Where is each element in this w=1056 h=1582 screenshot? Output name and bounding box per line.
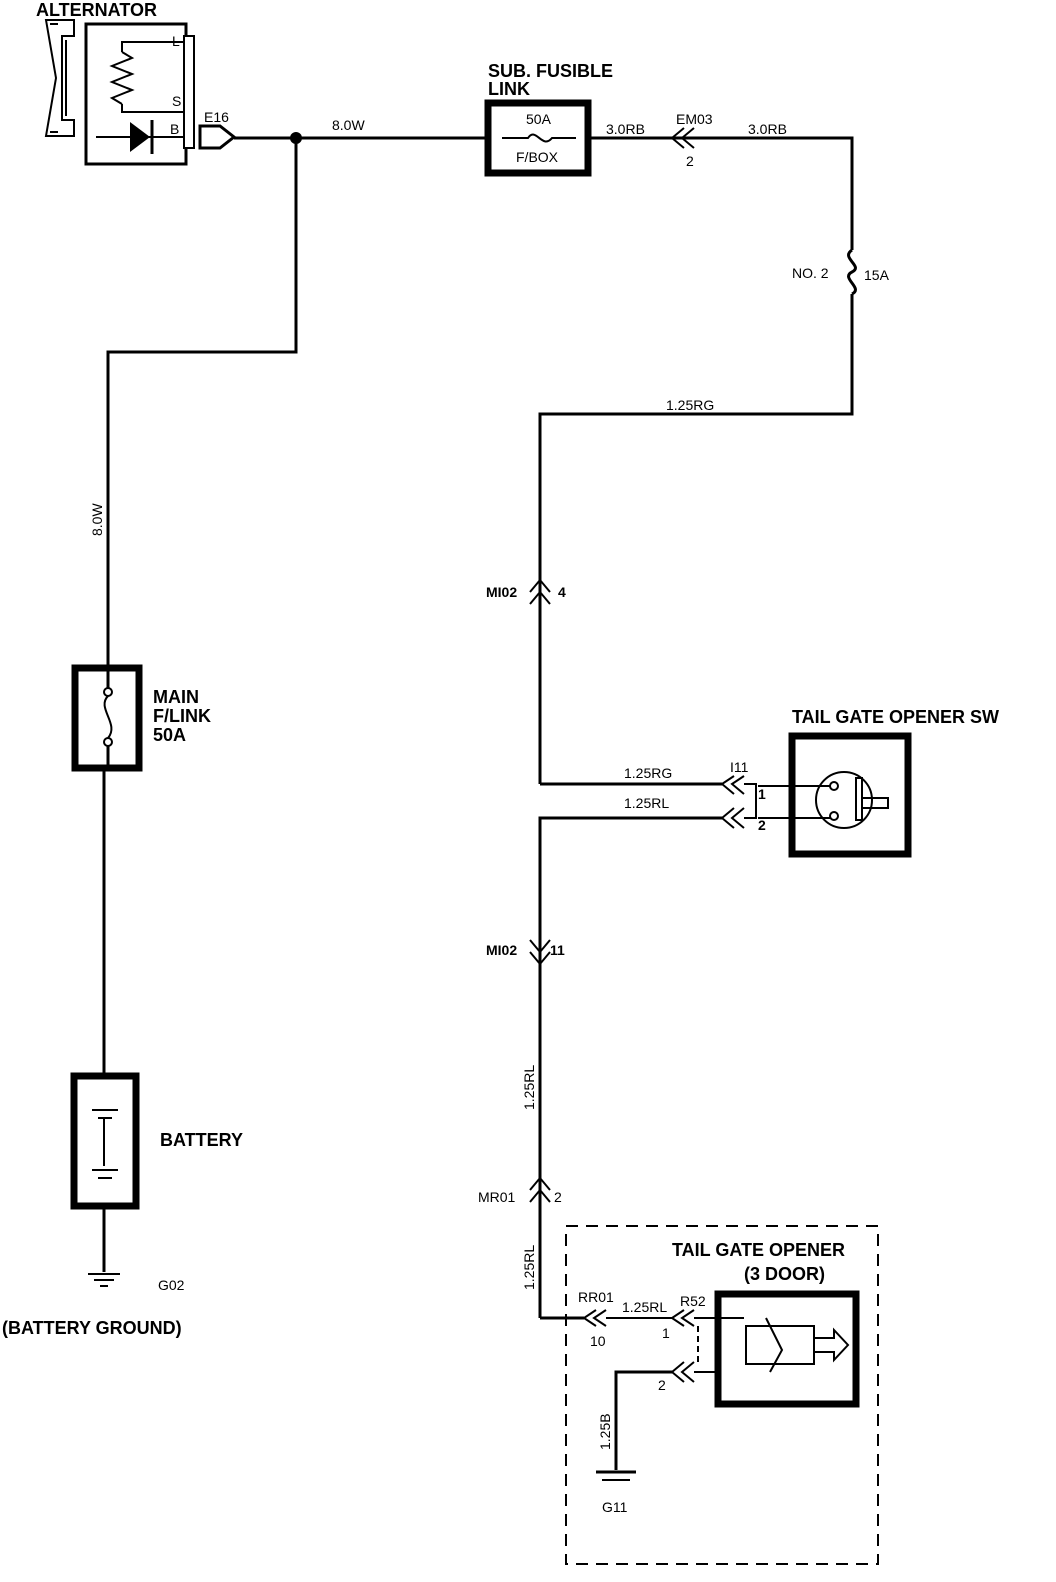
mi02-bottom-pin: 11 bbox=[550, 942, 565, 958]
mi02-bottom-label: MI02 bbox=[486, 942, 517, 958]
fuse-no2-icon bbox=[847, 248, 857, 296]
tail-gate-opener-title-1: TAIL GATE OPENER bbox=[672, 1240, 845, 1260]
alternator-terminal-l: L bbox=[172, 33, 180, 49]
mi02-bottom-connector-icon bbox=[529, 939, 551, 966]
main-fusible-link: MAIN F/LINK 50A bbox=[71, 664, 211, 772]
switch-pin-1: 1 bbox=[758, 786, 766, 802]
alternator-connector-label: E16 bbox=[204, 109, 229, 125]
opener-connector-label: R52 bbox=[680, 1293, 706, 1309]
lower-wiring: MI02 11 1.25RL MR01 2 1.25RL bbox=[478, 939, 565, 1290]
opener-pin-1: 1 bbox=[662, 1325, 670, 1341]
wire-label-1-25rl-mid: 1.25RL bbox=[521, 1065, 537, 1110]
connector-e16-icon bbox=[198, 124, 237, 150]
actuator-icon bbox=[745, 1317, 850, 1373]
em03-pin: 2 bbox=[686, 153, 694, 169]
sub-link-location: F/BOX bbox=[516, 149, 559, 165]
switch-plunger-icon bbox=[855, 777, 889, 821]
fuse-no2-rating: 15A bbox=[864, 267, 890, 283]
mr01-label: MR01 bbox=[478, 1189, 516, 1205]
alternator-terminal-s: S bbox=[172, 93, 181, 109]
switch-connector-label: I11 bbox=[730, 759, 749, 775]
wire-label-1-25rg-switch: 1.25RG bbox=[624, 765, 672, 781]
rr01-connector-icon bbox=[582, 1309, 607, 1327]
power-wires: 8.0W 8.0W SUB. FUSIBLE LINK 50A F/BOX 3.… bbox=[89, 61, 890, 784]
wire-label-1-25b: 1.25B bbox=[597, 1413, 613, 1450]
alternator-pulley-icon bbox=[44, 19, 75, 137]
wire-label-8-0w-left: 8.0W bbox=[89, 503, 105, 536]
mi02-top-label: MI02 bbox=[486, 584, 517, 600]
wire-label-3-0rb-2: 3.0RB bbox=[748, 121, 787, 137]
rr01-label: RR01 bbox=[578, 1289, 614, 1305]
tail-gate-opener-title-2: (3 DOOR) bbox=[744, 1264, 825, 1284]
battery: BATTERY G02 (BATTERY GROUND) bbox=[2, 768, 243, 1338]
switch-pin-2: 2 bbox=[758, 817, 766, 833]
wire-label-1-25rl-opener: 1.25RL bbox=[622, 1299, 667, 1315]
tail-gate-switch-title: TAIL GATE OPENER SW bbox=[792, 707, 999, 727]
wire-label-1-25rl-switch: 1.25RL bbox=[624, 795, 669, 811]
wire-label-8-0w-top: 8.0W bbox=[332, 117, 365, 133]
wire-label-3-0rb-1: 3.0RB bbox=[606, 121, 645, 137]
main-link-label-2: F/LINK bbox=[153, 706, 211, 726]
alternator-terminal-b: B bbox=[170, 121, 179, 137]
wire-label-1-25rl-low: 1.25RL bbox=[521, 1245, 537, 1290]
tail-gate-opener-dashed-area bbox=[565, 1225, 879, 1565]
mi02-top-pin: 4 bbox=[558, 584, 566, 600]
alternator: ALTERNATOR L S B E16 bbox=[36, 0, 237, 166]
tail-gate-opener: TAIL GATE OPENER (3 DOOR) RR01 10 1.25RL… bbox=[540, 1225, 879, 1565]
main-link-fuse-icon bbox=[103, 695, 113, 739]
mi02-top-connector-icon bbox=[529, 578, 551, 605]
battery-ground-id: G02 bbox=[158, 1277, 185, 1293]
fuse-no2-name: NO. 2 bbox=[792, 265, 829, 281]
sub-link-title-1: SUB. FUSIBLE bbox=[488, 61, 613, 81]
mr01-connector-icon bbox=[529, 1176, 551, 1203]
main-link-label-1: MAIN bbox=[153, 687, 199, 707]
opener-pin-2: 2 bbox=[658, 1377, 666, 1393]
battery-title: BATTERY bbox=[160, 1130, 243, 1150]
alternator-title: ALTERNATOR bbox=[36, 0, 157, 20]
tail-gate-opener-switch: TAIL GATE OPENER SW 1.25RG I11 1 2 1.25R… bbox=[538, 707, 999, 1318]
switch-connector-icon bbox=[720, 775, 757, 829]
battery-ground-caption: (BATTERY GROUND) bbox=[2, 1318, 182, 1338]
wire-label-1-25rg-top: 1.25RG bbox=[666, 397, 714, 413]
main-link-label-3: 50A bbox=[153, 725, 186, 745]
mr01-pin: 2 bbox=[554, 1189, 562, 1205]
em03-connector-label: EM03 bbox=[676, 111, 713, 127]
alternator-field-coil-icon bbox=[109, 51, 135, 105]
opener-ground-id: G11 bbox=[602, 1499, 628, 1515]
rr01-pin: 10 bbox=[590, 1333, 606, 1349]
sub-link-rating: 50A bbox=[526, 111, 552, 127]
battery-cell-icon bbox=[92, 1109, 118, 1179]
sub-link-title-2: LINK bbox=[488, 79, 530, 99]
em03-connector-icon bbox=[670, 127, 695, 149]
battery-ground-icon bbox=[88, 1273, 120, 1287]
sub-link-fuse-icon bbox=[502, 133, 576, 143]
